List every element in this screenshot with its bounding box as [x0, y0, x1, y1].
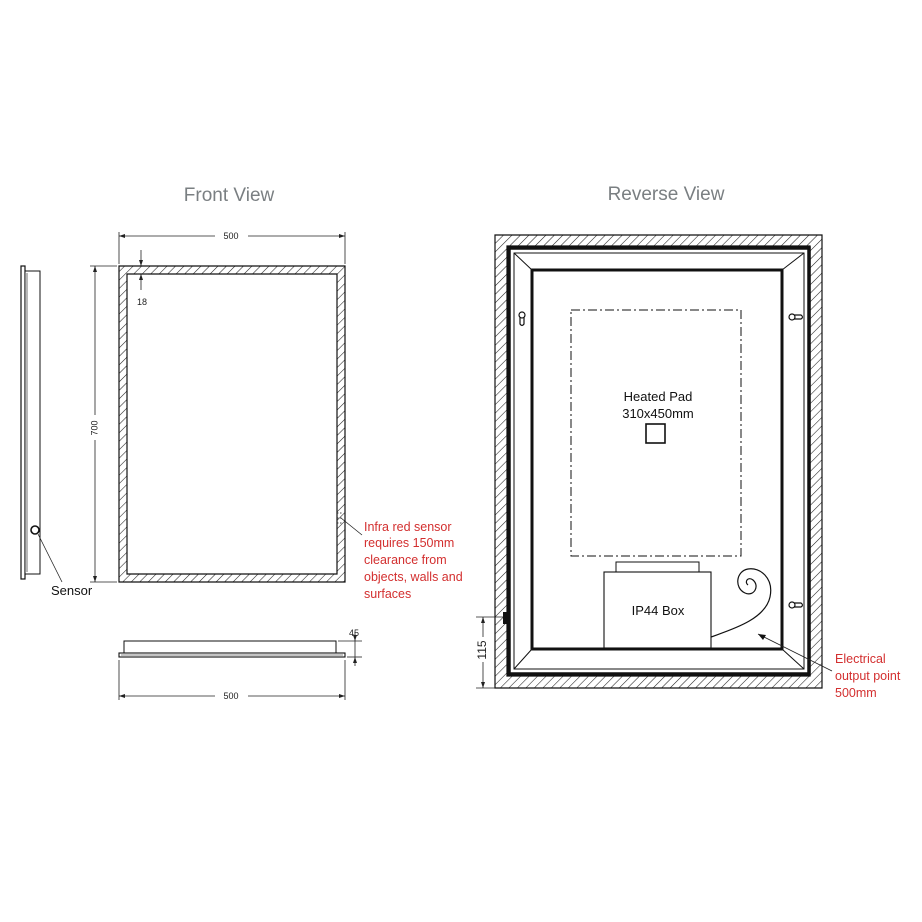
cable-coil-icon [710, 568, 772, 638]
outlet-pointer [757, 633, 833, 672]
reverse-mirror [494, 234, 823, 689]
heated-pad-size: 310x450mm [622, 406, 694, 421]
front-mirror [118, 265, 363, 583]
outlet-height-dimension [476, 612, 508, 689]
sensor-note-line-3: clearance from [364, 553, 447, 567]
outlet-note-line-2: output point [835, 669, 901, 683]
sensor-note-line-5: surfaces [364, 587, 411, 601]
sensor-dot-icon [30, 525, 40, 535]
bottom-width-value: 500 [223, 691, 238, 701]
sensor-note: Infra red sensor requires 150mm clearanc… [364, 520, 463, 601]
heated-pad-title: Heated Pad [624, 389, 693, 404]
reverse-view-title: Reverse View [608, 184, 725, 205]
front-width-dimension [118, 232, 346, 264]
front-sensor-marker [337, 512, 363, 536]
sensor-note-line-4: objects, walls and [364, 570, 463, 584]
sensor-label: Sensor [51, 583, 93, 598]
front-height-value: 700 [89, 420, 99, 435]
outlet-note-line-3: 500mm [835, 686, 877, 700]
keyhole-right-top-icon [788, 313, 804, 321]
outlet-note: Electrical output point 500mm [835, 652, 901, 700]
front-height-dimension [90, 265, 117, 583]
bottom-profile [118, 632, 362, 666]
sensor-note-line-1: Infra red sensor [364, 520, 452, 534]
heated-pad [570, 309, 742, 557]
ip44-box-label: IP44 Box [632, 603, 685, 618]
heated-pad-connector-icon [645, 423, 666, 444]
front-frame-value: 18 [137, 297, 147, 307]
outlet-note-line-1: Electrical [835, 652, 886, 666]
keyhole-right-bottom-icon [788, 601, 804, 609]
front-side-profile [20, 265, 63, 583]
bottom-width-dimension [118, 660, 346, 700]
front-view-title: Front View [184, 185, 275, 206]
keyhole-left-icon [518, 311, 526, 327]
front-width-value: 500 [223, 231, 238, 241]
ip44-box [603, 561, 712, 649]
front-frame-dimension [137, 250, 148, 290]
sensor-note-line-2: requires 150mm [364, 536, 454, 550]
outlet-height-value: 115 [475, 640, 489, 659]
depth-value: 45 [349, 628, 359, 638]
